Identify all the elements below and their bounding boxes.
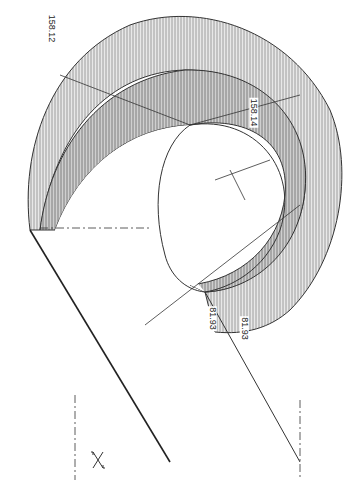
interior [55,125,205,460]
turning-circle [158,125,190,255]
turning-circle [165,124,285,292]
axis-line [300,400,301,480]
construction-line [60,75,190,125]
axis-line [75,395,76,480]
ramp-edge [30,230,170,462]
ramp-edge [205,292,300,462]
elevation-label: 158.14 [250,97,259,127]
axis-line [40,228,150,229]
axis-symbol [91,452,105,468]
outer-band [28,16,342,332]
elevation-label: 81.93 [208,306,217,331]
elevation-label: 158.12 [48,13,57,43]
construction-line [215,160,270,180]
construction-line [230,170,245,200]
elevation-label: 81.93 [240,316,249,341]
construction-line [145,205,300,325]
construction-line [190,95,300,125]
